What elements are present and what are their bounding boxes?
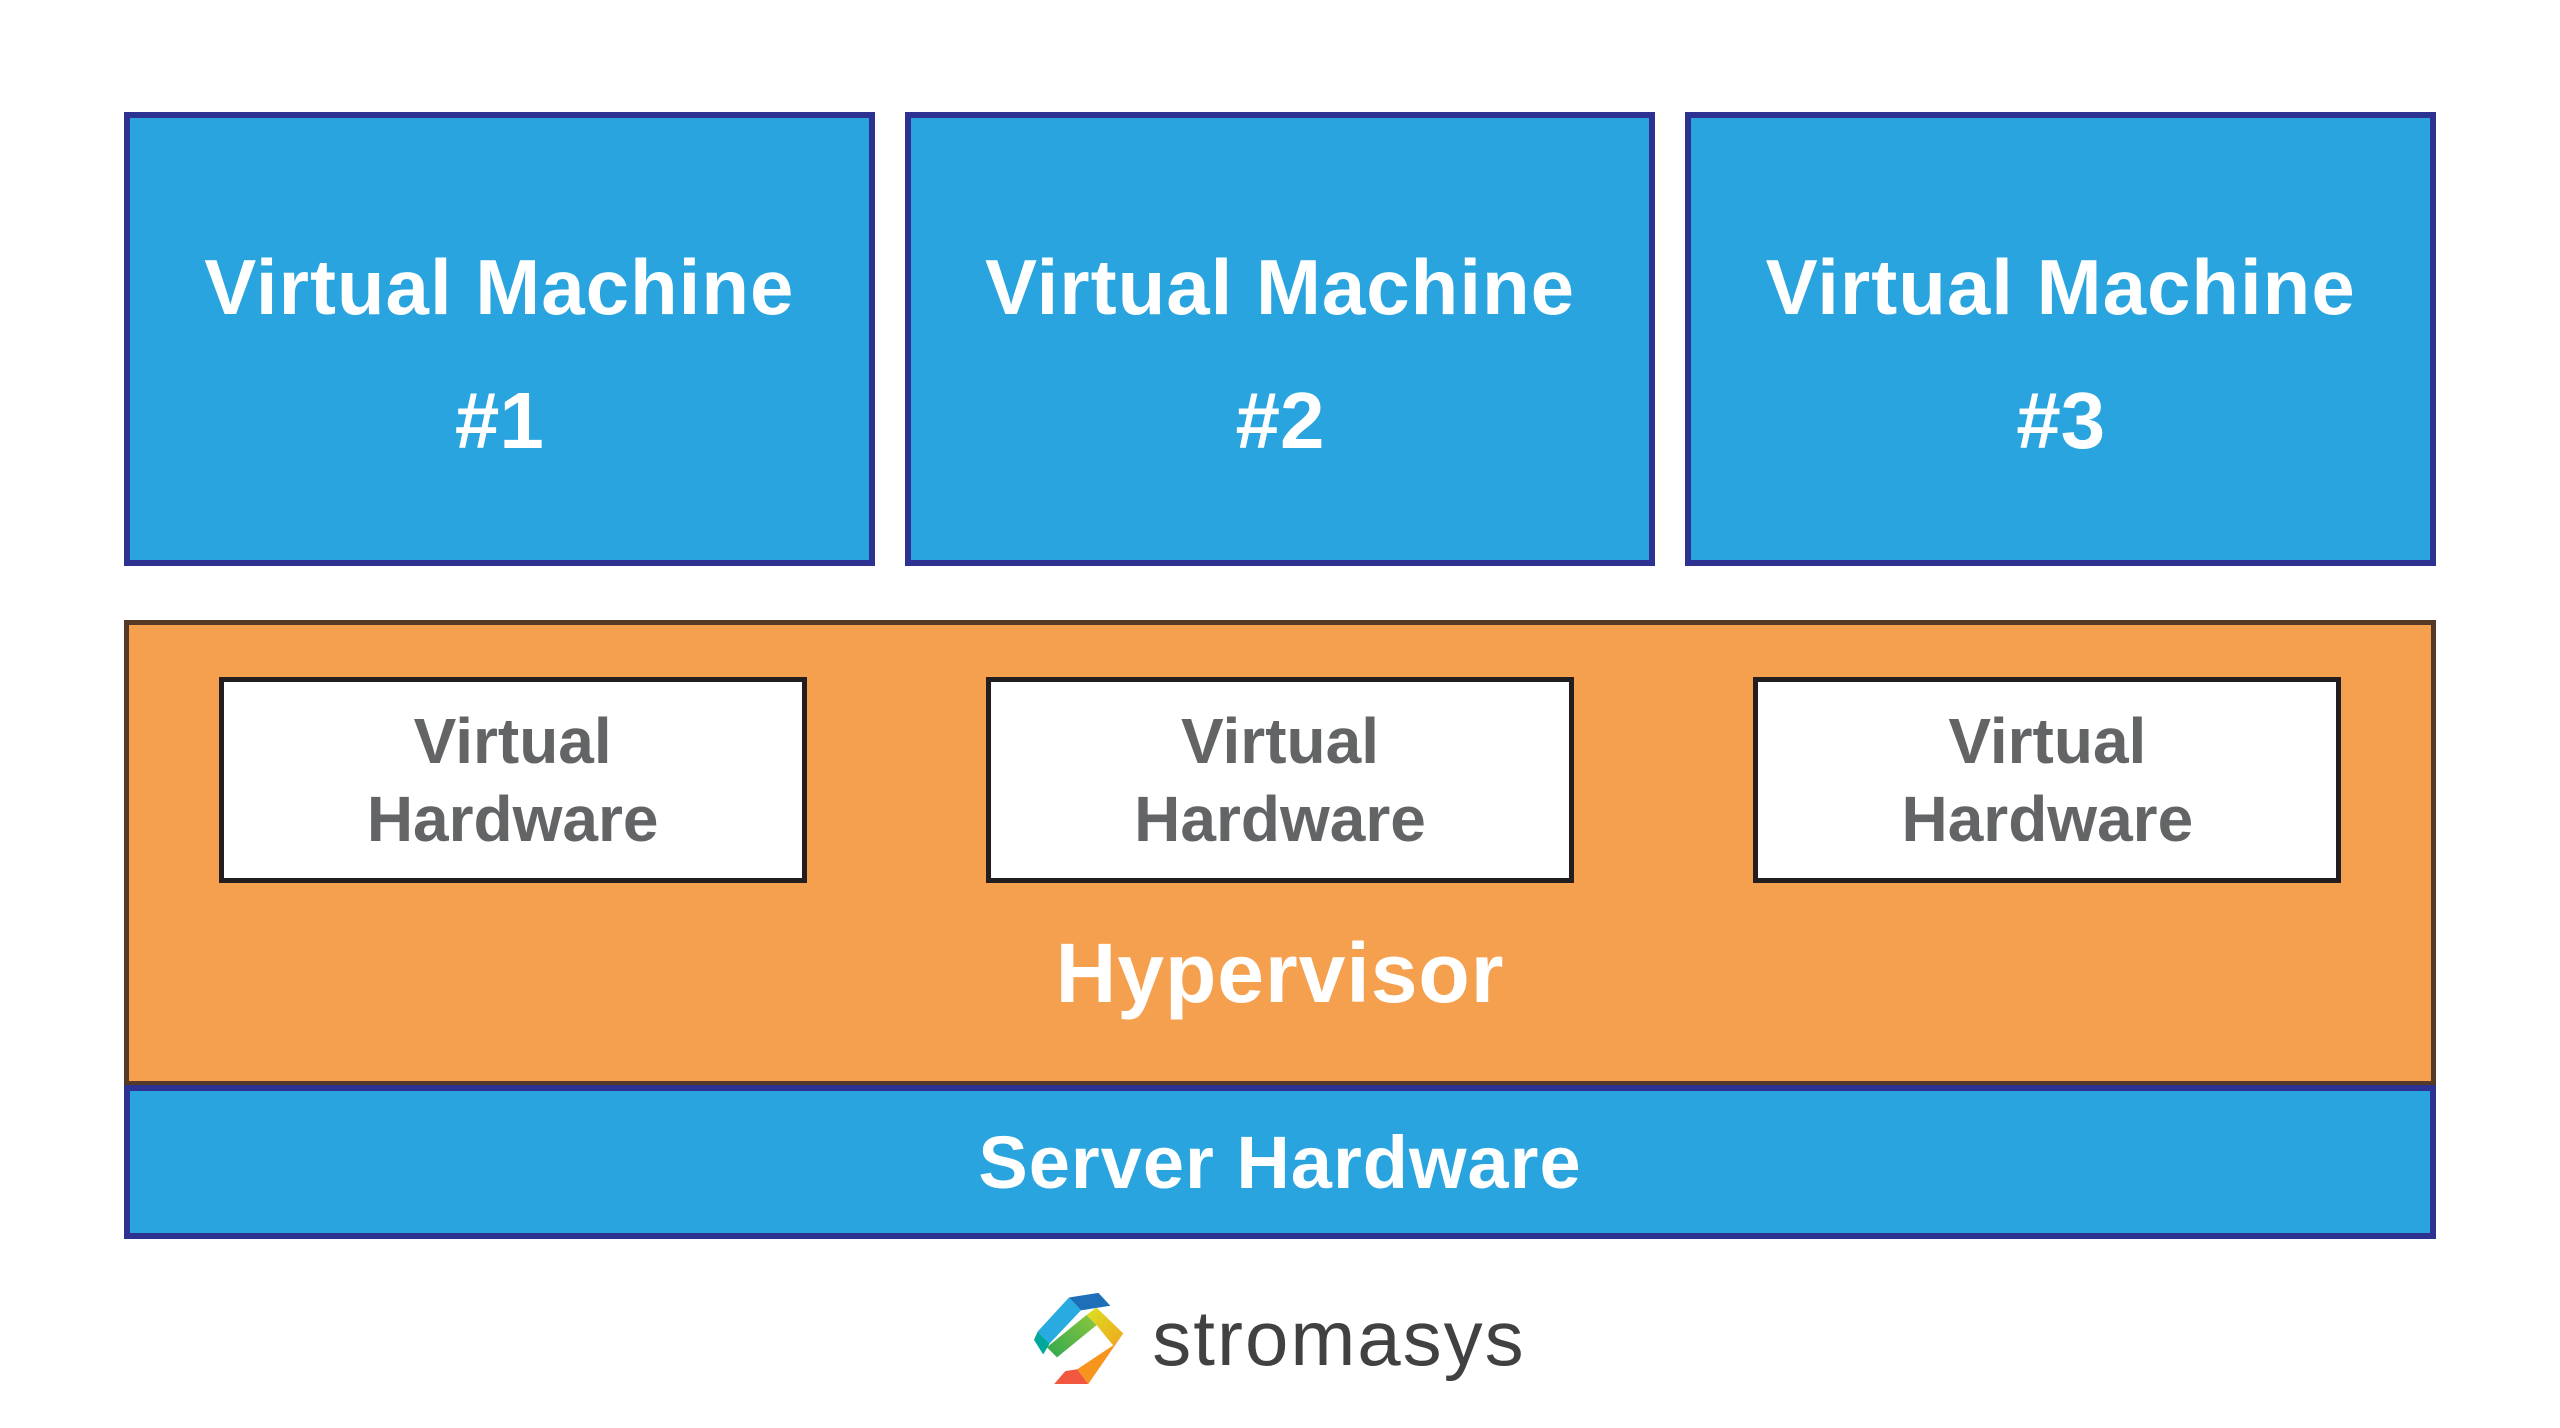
- virtual-hardware-box-1: Virtual Hardware: [218, 677, 807, 883]
- vm-1-title: Virtual Machine: [204, 243, 795, 332]
- virtual-hardware-2-line2: Hardware: [1134, 783, 1426, 855]
- vm-1-number: #1: [454, 375, 544, 465]
- hypervisor-label: Hypervisor: [1055, 926, 1505, 1020]
- vm-2-title: Virtual Machine: [984, 243, 1576, 332]
- virtual-hardware-3-line1: Virtual: [1948, 704, 2147, 777]
- virtual-hardware-2-line1: Virtual: [1180, 704, 1379, 777]
- stromasys-wordmark: stromasys: [1152, 1293, 1526, 1382]
- virtual-hardware-row: Virtual Hardware Virtual Hardware Virtua…: [129, 677, 2431, 883]
- vm-2-number: #2: [1235, 375, 1325, 465]
- hypervisor-layer: Virtual Hardware Virtual Hardware Virtua…: [124, 620, 2436, 1086]
- vm-3-title: Virtual Machine: [1765, 243, 2356, 332]
- vm-box-3: Virtual Machine #3: [1685, 112, 2437, 566]
- virtual-hardware-box-2: Virtual Hardware: [985, 677, 1574, 883]
- vm-layer: Virtual Machine #1 Virtual Machine #2 Vi…: [124, 112, 2437, 566]
- server-hardware-label: Server Hardware: [978, 1120, 1582, 1204]
- virtual-hardware-box-3: Virtual Hardware: [1753, 677, 2342, 883]
- diagram-stack: Virtual Machine #1 Virtual Machine #2 Vi…: [124, 112, 2437, 1239]
- vm-3-number: #3: [2016, 375, 2106, 465]
- stromasys-logo-icon: [1034, 1292, 1124, 1384]
- vm-box-1: Virtual Machine #1: [124, 112, 875, 566]
- virtual-hardware-1-line2: Hardware: [366, 783, 659, 855]
- virtual-hardware-3-line2: Hardware: [1901, 783, 2194, 855]
- server-hardware-layer: Server Hardware: [124, 1085, 2436, 1239]
- stromasys-logo: stromasys: [0, 1289, 2560, 1387]
- vm-box-2: Virtual Machine #2: [904, 112, 1656, 566]
- virtual-hardware-1-line1: Virtual: [413, 704, 612, 777]
